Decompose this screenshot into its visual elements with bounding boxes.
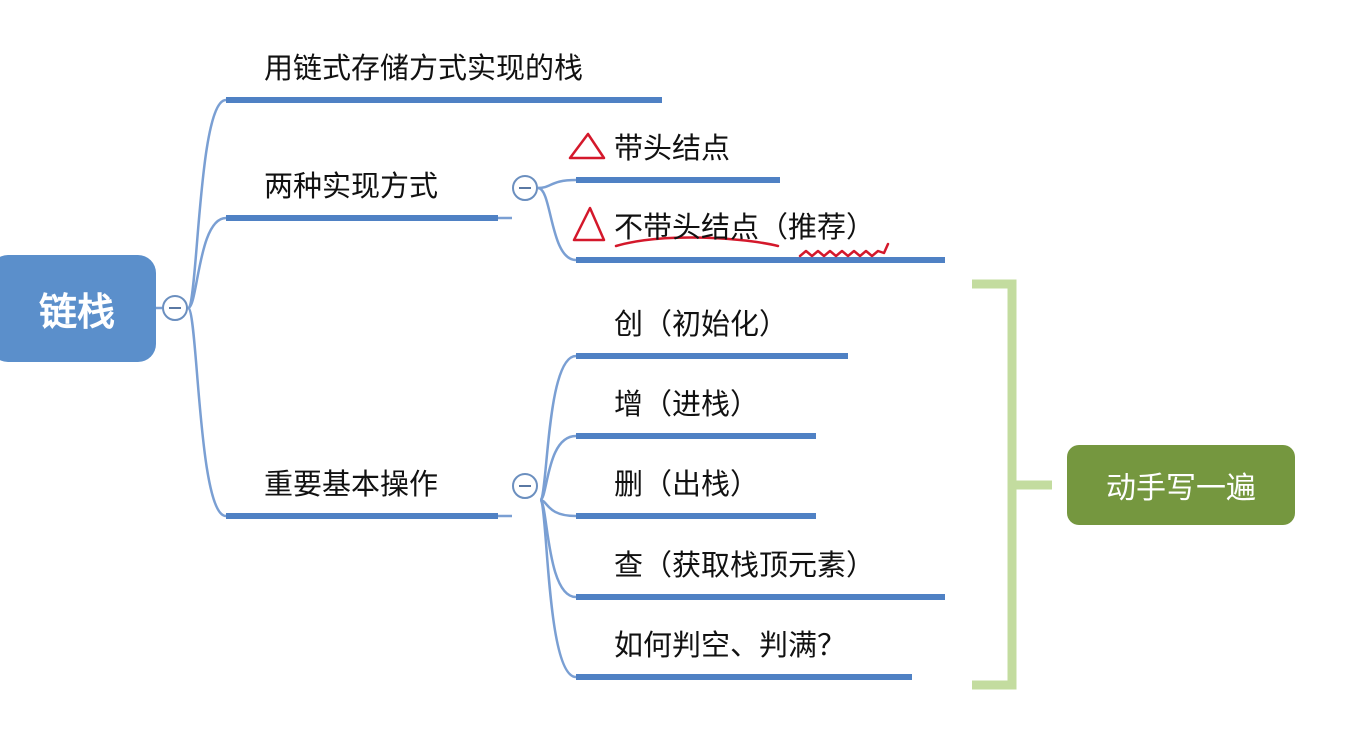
child-label-empty-full[interactable]: 如何判空、判满？ <box>614 628 847 662</box>
child-label-create[interactable]: 创（初始化） <box>614 307 789 341</box>
summary-bracket <box>972 279 1017 690</box>
collapse-minus-icon[interactable] <box>512 473 538 499</box>
child-label-pop[interactable]: 删（出栈） <box>614 467 760 501</box>
connector-root-to-branch-3 <box>186 306 227 518</box>
collapse-minus-icon[interactable] <box>512 175 538 201</box>
branch-label-definition[interactable]: 用链式存储方式实现的栈 <box>264 51 584 85</box>
child-label-with-head-node[interactable]: 带头结点 <box>614 131 731 165</box>
child-label-push[interactable]: 增（进栈） <box>614 387 760 421</box>
root-node[interactable]: 链栈 <box>0 255 156 362</box>
root-node-label: 链栈 <box>38 290 115 334</box>
child-label-recommend-suffix: （推荐） <box>759 210 876 244</box>
branch-label-implementations[interactable]: 两种实现方式 <box>264 169 439 203</box>
triangle-annotation-icon <box>568 132 606 160</box>
connector-to-child-3-2 <box>538 434 577 502</box>
connector-to-child-2-1 <box>537 178 577 190</box>
branch-label-operations[interactable]: 重要基本操作 <box>264 467 439 501</box>
summary-callout-label: 动手写一遍 <box>1106 471 1256 506</box>
connector-to-child-3-1 <box>538 354 577 502</box>
connector-to-child-2-2 <box>537 186 577 262</box>
connector-to-child-3-5 <box>538 498 577 679</box>
summary-callout[interactable]: 动手写一遍 <box>1067 445 1295 525</box>
red-squiggle-recommend <box>798 242 890 258</box>
child-label-get-top[interactable]: 查（获取栈顶元素） <box>614 548 876 582</box>
collapse-minus-icon[interactable] <box>162 295 188 321</box>
child-label-without-head-node-text: 不带头结点 <box>614 210 760 244</box>
connector-root-to-branch-1 <box>186 98 227 310</box>
red-underline-no-head-node <box>614 236 780 248</box>
triangle-annotation-icon <box>572 206 606 242</box>
connector-root-to-branch-2 <box>186 216 227 310</box>
child-label-without-head-node[interactable]: 不带头结点（推荐） <box>614 213 875 242</box>
